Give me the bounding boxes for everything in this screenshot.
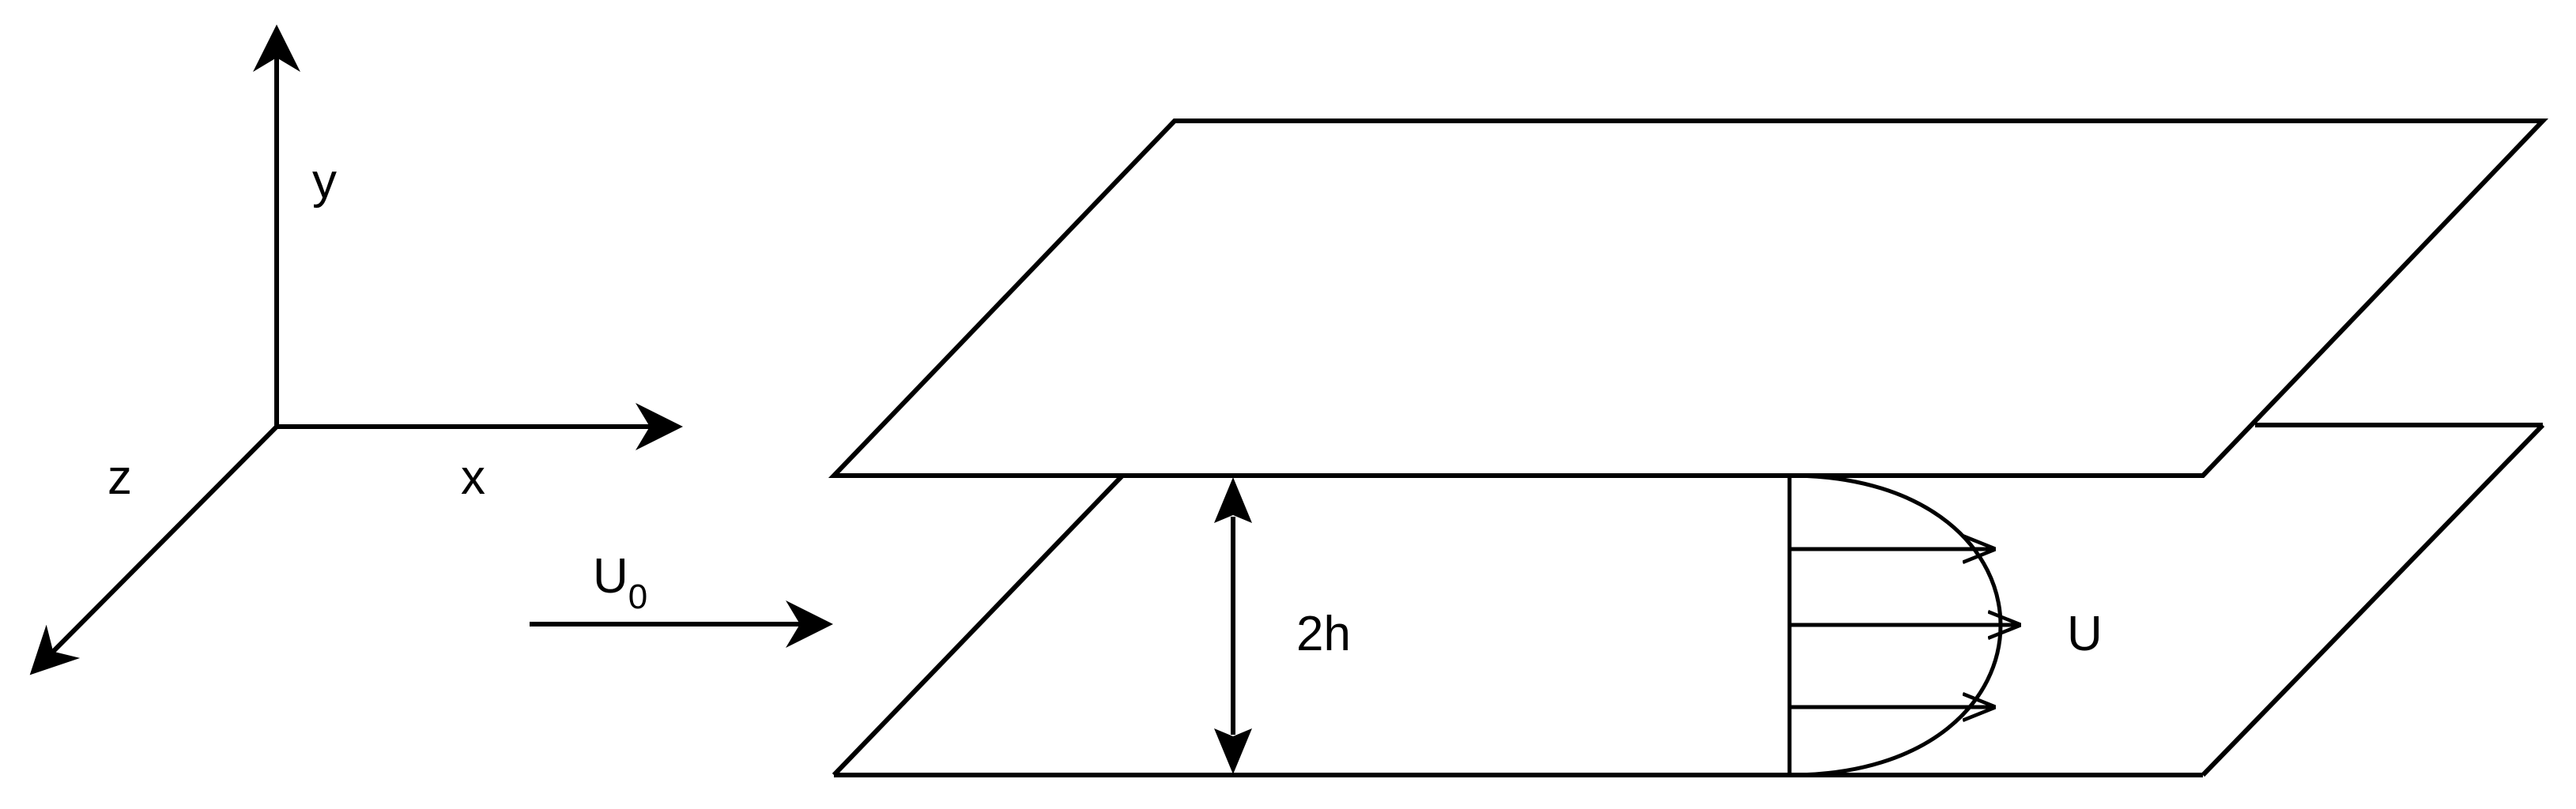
z-axis — [29, 424, 279, 675]
profile-label: U — [2067, 607, 2103, 661]
x-axis-label: x — [461, 450, 485, 505]
inflow-label: U0 — [593, 549, 647, 616]
bottom-plate — [832, 423, 2545, 777]
inflow-label-subscript: 0 — [628, 578, 647, 616]
inflow-label-main: U — [593, 549, 628, 604]
gap-label: 2h — [1296, 607, 1351, 661]
gap-arrowhead-bottom — [1214, 728, 1252, 774]
y-axis-label: y — [312, 154, 337, 209]
coordinate-axes — [29, 24, 683, 675]
top-plate — [828, 119, 2549, 478]
gap-arrowhead-top — [1214, 477, 1252, 523]
velocity-profile — [1787, 473, 2020, 777]
z-axis-label: z — [107, 450, 132, 505]
